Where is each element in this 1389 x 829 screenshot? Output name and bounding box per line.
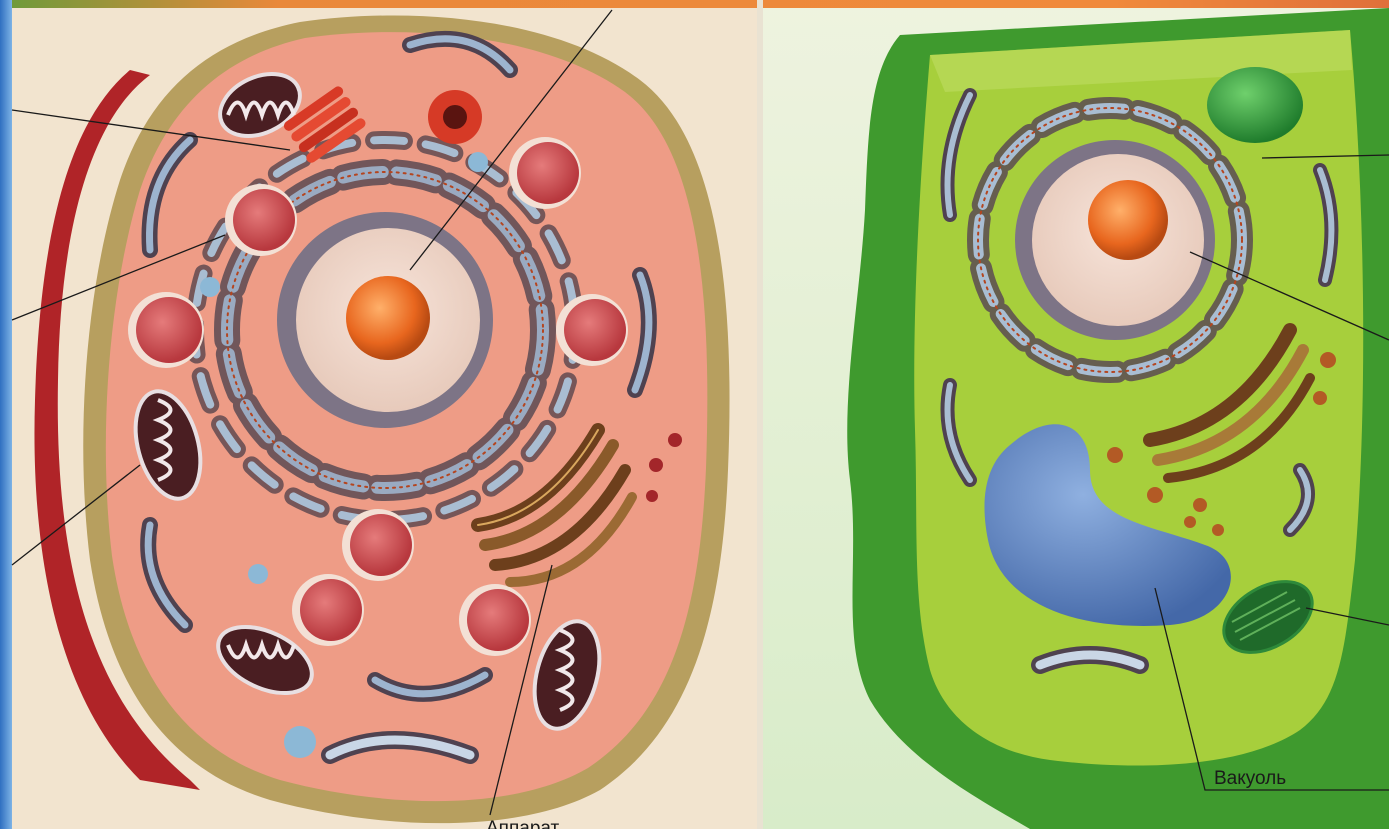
left-edge-stripe	[0, 0, 12, 829]
plastid-icon	[1207, 67, 1303, 143]
plant-nucleolus	[1088, 180, 1168, 260]
animal-nucleolus	[346, 276, 430, 360]
book-gutter	[757, 0, 763, 829]
plant-cell	[847, 8, 1389, 829]
label-vacuole: Вакуоль	[1214, 768, 1286, 789]
label-golgi-apparatus: Аппарат	[486, 818, 560, 829]
top-banner	[0, 0, 1389, 8]
